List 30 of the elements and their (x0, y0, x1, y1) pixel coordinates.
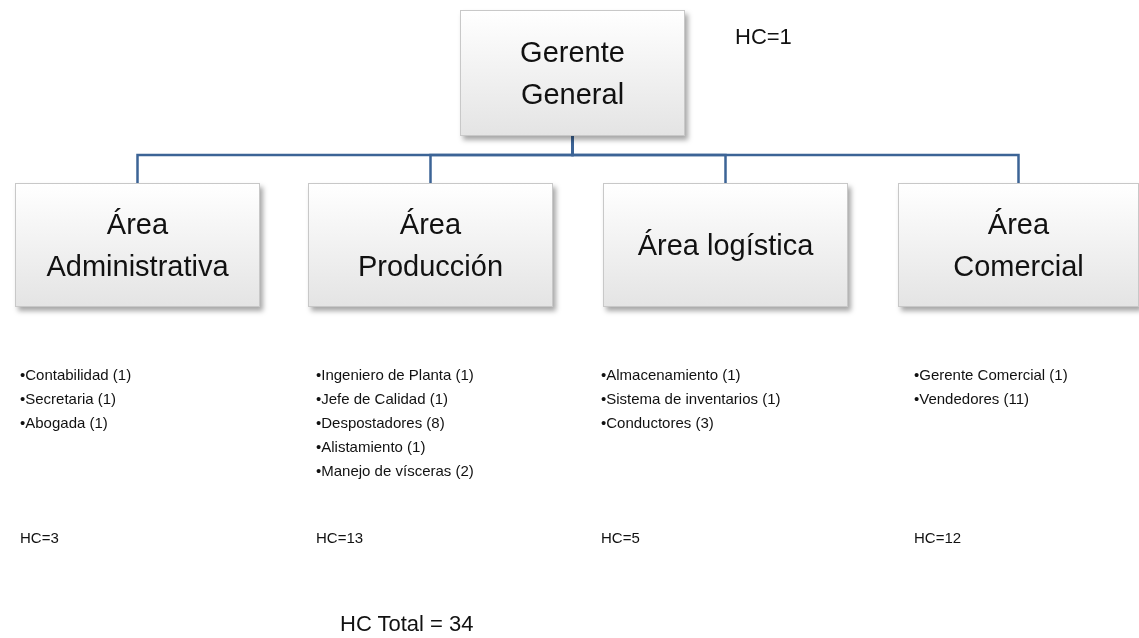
org-box (15, 183, 260, 307)
list-item: •Despostadores (8) (316, 414, 445, 431)
list-item: •Contabilidad (1) (20, 366, 132, 383)
org-box (460, 10, 685, 136)
headcount-note: HC=5 (601, 529, 640, 546)
list-item: •Abogada (1) (20, 414, 108, 431)
list-item: •Ingeniero de Planta (1) (316, 366, 474, 383)
connector-line (571, 136, 1020, 183)
role-title: Gerente General (519, 34, 626, 112)
list-item: •Conductores (3) (601, 414, 714, 431)
list-item: •Gerente Comercial (1) (914, 366, 1068, 383)
list-item: •Manejo de vísceras (2) (316, 462, 474, 479)
list-item: •Almacenamiento (1) (601, 366, 741, 383)
headcount-note: HC=13 (316, 529, 364, 546)
headcount-note: HC=1 (735, 24, 792, 50)
headcount-note: HC=3 (20, 529, 59, 546)
org-box (898, 183, 1139, 307)
role-title: Área Administrativa (45, 206, 230, 284)
list-item: •Jefe de Calidad (1) (316, 390, 448, 407)
headcount-note: HC=12 (914, 529, 962, 546)
total-note: HC Total = 34 (340, 611, 474, 637)
role-title: Área logística (637, 227, 814, 263)
role-title: Área Comercial (952, 206, 1085, 284)
org-box (603, 183, 848, 307)
list-item: •Alistamiento (1) (316, 438, 426, 455)
list-item: •Secretaria (1) (20, 390, 117, 407)
list-item: •Sistema de inventarios (1) (601, 390, 781, 407)
org-box (308, 183, 553, 307)
role-title: Área Producción (356, 206, 505, 284)
list-item: •Vendedores (11) (914, 390, 1030, 407)
